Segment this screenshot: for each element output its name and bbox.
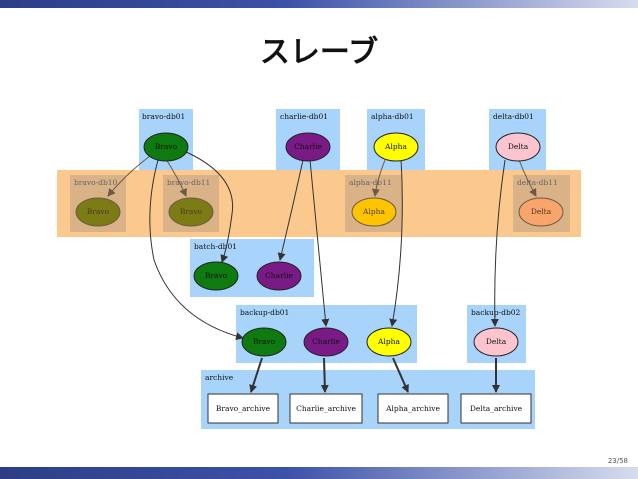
- cluster-label-bravo-db10: bravo-db10: [74, 178, 118, 187]
- cluster-label-alpha-db01: alpha-db01: [371, 112, 414, 121]
- node-label-bravo-db11: Bravo: [180, 207, 203, 216]
- edge-alpha-to-alpha-db11: [371, 159, 386, 197]
- cluster-label-bravo-db01: bravo-db01: [142, 112, 185, 121]
- edge-bravo-to-batch: [183, 150, 234, 263]
- cluster-label-backup-db01: backup-db01: [240, 308, 289, 317]
- node-label-charlie-batch: Charlie: [265, 271, 293, 280]
- edge-bravo-to-archive: [249, 357, 263, 393]
- cluster-label-delta-db01: delta-db01: [493, 112, 534, 121]
- node-bravo-backup: [241, 327, 287, 357]
- node-label-alpha-backup: Alpha: [377, 337, 400, 346]
- cluster-label-bravo-db11: bravo-db11: [167, 178, 210, 187]
- bottom-accent-bar: [0, 467, 638, 479]
- cluster-label-archive: archive: [205, 373, 234, 382]
- edge-alpha-to-archive: [392, 357, 409, 393]
- node-label-delta-db01: Delta: [508, 142, 529, 151]
- node-alpha-db01: [373, 132, 419, 162]
- page-number: 23/58: [607, 457, 628, 465]
- node-label-delta-archive: Delta_archive: [470, 404, 523, 413]
- node-charlie-backup: [303, 327, 349, 357]
- cluster-label-delta-db11: delta-db11: [517, 178, 558, 187]
- node-bravo-archive: [207, 393, 279, 424]
- node-label-bravo-archive: Bravo_archive: [216, 404, 271, 413]
- edge-charlie-to-backup: [309, 159, 330, 327]
- node-alpha-backup: [366, 327, 412, 357]
- top-accent-bar: [0, 0, 638, 8]
- edge-bravo-to-bravo-db10: [107, 155, 151, 197]
- node-label-bravo-batch: Bravo: [205, 271, 228, 280]
- slave-band: [57, 170, 581, 237]
- node-delta-db11: [518, 197, 564, 227]
- node-charlie-batch: [256, 261, 302, 291]
- node-delta-db01: [495, 132, 541, 162]
- node-label-bravo-db10: Bravo: [87, 207, 110, 216]
- edge-delta-to-backup: [490, 159, 506, 327]
- edge-bravo-to-bravo-db11: [165, 158, 187, 197]
- node-label-bravo-db01: Bravo: [155, 142, 178, 151]
- node-label-charlie-db01: Charlie: [294, 142, 322, 151]
- node-charlie-db01: [285, 132, 331, 162]
- edge-charlie-to-batch: [277, 159, 304, 261]
- node-alpha-db11: [351, 197, 397, 227]
- edge-delta-to-delta-db11: [518, 159, 537, 197]
- node-alpha-archive: [377, 393, 449, 424]
- edge-bravo-to-backup: [149, 159, 244, 341]
- node-delta-archive: [460, 393, 532, 424]
- node-bravo-batch: [193, 261, 239, 291]
- node-charlie-archive: [289, 393, 363, 424]
- node-delta-backup: [473, 327, 519, 357]
- node-bravo-db11: [168, 197, 214, 227]
- cluster-label-backup-db02: backup-db02: [471, 308, 521, 317]
- node-bravo-db10: [75, 197, 121, 227]
- node-bravo-db01: [143, 132, 189, 162]
- cluster-label-alpha-db11: alpha-db11: [349, 178, 392, 187]
- cluster-label-batch-db01: batch-db01: [194, 242, 237, 251]
- node-label-bravo-backup: Bravo: [253, 337, 276, 346]
- edge-alpha-to-backup: [389, 157, 403, 327]
- node-label-delta-backup: Delta: [486, 337, 507, 346]
- node-label-alpha-archive: Alpha_archive: [385, 404, 440, 413]
- node-label-charlie-archive: Charlie_archive: [296, 404, 356, 413]
- cluster-label-charlie-db01: charlie-db01: [280, 112, 328, 121]
- node-label-delta-db11: Delta: [531, 207, 552, 216]
- node-label-alpha-db11: Alpha: [362, 207, 385, 216]
- node-label-alpha-db01: Alpha: [384, 142, 407, 151]
- edge-charlie-to-archive: [320, 357, 329, 393]
- node-label-charlie-backup: Charlie: [312, 337, 340, 346]
- slide-title: スレーブ: [259, 35, 379, 70]
